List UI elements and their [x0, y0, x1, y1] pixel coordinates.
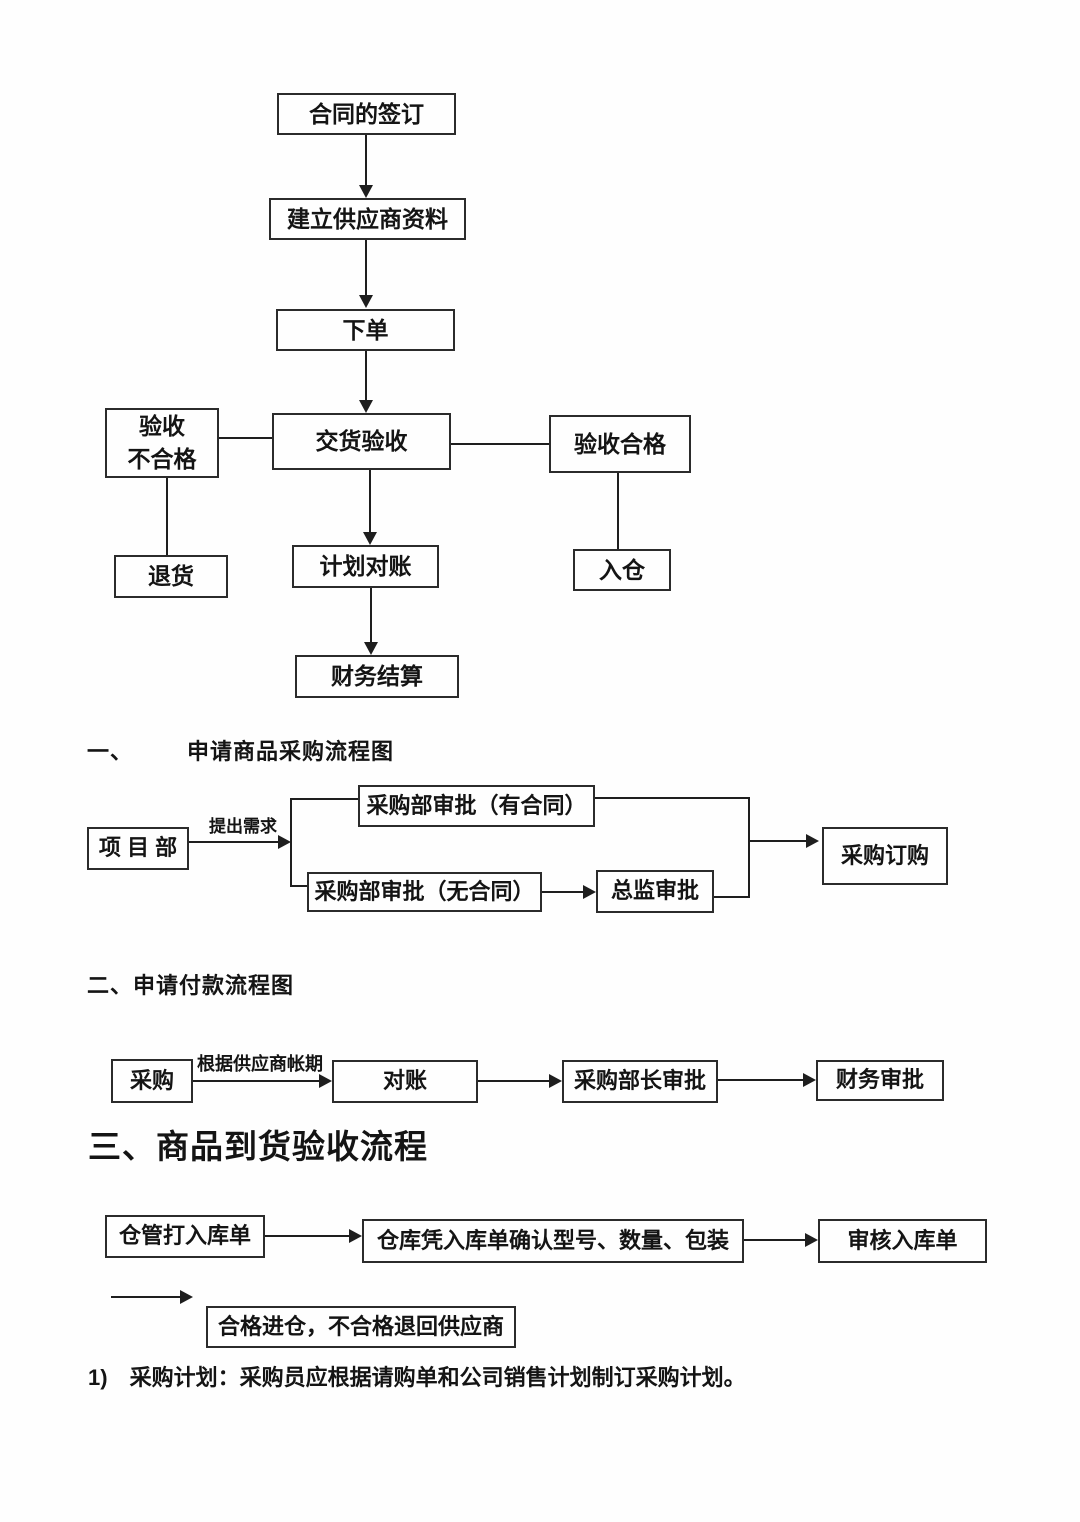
- arrow-supplier-to-order-head: [359, 295, 373, 308]
- section1-heading: 一、 申请商品采购流程图: [87, 734, 394, 766]
- arrow-to-purchase-order-head: [806, 834, 819, 848]
- arrow-reconciliation-to-settlement-head: [364, 642, 378, 655]
- arrow-to-director-line: [542, 891, 583, 893]
- node-approval-without-contract: 采购部审批（无合同）: [307, 872, 542, 912]
- arrow-contract-to-supplier-line: [365, 135, 367, 186]
- node-delivery-inspection: 交货验收: [272, 413, 451, 470]
- connector-split-vertical: [290, 799, 292, 887]
- section2-heading: 二、申请付款流程图: [87, 973, 295, 998]
- section3-heading: 三、商品到货验收流程: [88, 1128, 428, 1165]
- arrow-inspection-to-reconciliation-line: [369, 470, 371, 533]
- connector-merge-bottom: [714, 896, 750, 898]
- node-project-dept: 项 目 部: [87, 827, 189, 870]
- inspection-failed-line2: 不合格: [127, 446, 197, 472]
- arrow-supplier-to-order-line: [365, 240, 367, 296]
- node-return-goods: 退货: [114, 555, 228, 598]
- connector-split-top: [290, 798, 358, 800]
- node-review-warehouse-receipt: 审核入库单: [818, 1219, 987, 1263]
- arrow-purchasing-to-reconciliation-line: [193, 1080, 319, 1082]
- node-purchasing: 采购: [111, 1059, 193, 1103]
- footnote-purchase-plan: 1) 采购计划：采购员应根据请购单和公司销售计划制订采购计划。: [88, 1360, 746, 1392]
- arrow-confirm-to-review-line: [744, 1239, 805, 1241]
- node-place-order: 下单: [276, 309, 455, 351]
- node-inspection-failed: 验收 不合格: [105, 408, 219, 478]
- arrow-entry-to-confirm-line: [265, 1235, 349, 1237]
- arrow-to-purchase-order-line: [748, 840, 806, 842]
- arrow-request-line: [189, 841, 278, 843]
- label-raise-request: 提出需求: [209, 817, 277, 836]
- node-financial-settlement: 财务结算: [295, 655, 459, 698]
- node-inspection-passed: 验收合格: [549, 415, 691, 473]
- connector-failed-to-return: [166, 478, 168, 555]
- node-purchase-order: 采购订购: [822, 827, 948, 885]
- arrow-reconciliation-to-depthead-line: [478, 1080, 549, 1082]
- arrow-to-director-head: [583, 885, 596, 899]
- connector-inspection-to-passed: [451, 443, 549, 445]
- arrow-entry-to-confirm-head: [349, 1229, 362, 1243]
- node-reconciliation: 对账: [332, 1060, 478, 1103]
- arrow-confirm-to-review-head: [805, 1233, 818, 1247]
- node-contract-signing: 合同的签订: [277, 93, 456, 135]
- section1-heading-title: 申请商品采购流程图: [187, 739, 395, 764]
- node-qualified-result: 合格进仓，不合格退回供应商: [206, 1306, 516, 1348]
- section1-heading-number: 一、: [87, 739, 134, 764]
- node-purchase-dept-head-approval: 采购部长审批: [562, 1060, 718, 1103]
- arrow-purchasing-to-reconciliation-head: [319, 1074, 332, 1088]
- arrow-depthead-to-finance-head: [803, 1073, 816, 1087]
- footnote-text: 采购计划：采购员应根据请购单和公司销售计划制订采购计划。: [129, 1365, 746, 1390]
- node-create-supplier-profile: 建立供应商资料: [269, 198, 466, 240]
- connector-split-bottom: [290, 885, 307, 887]
- arrow-contract-to-supplier-head: [359, 185, 373, 198]
- arrow-result-head: [180, 1290, 193, 1304]
- arrow-inspection-to-reconciliation-head: [363, 532, 377, 545]
- label-supplier-payment-term: 根据供应商帐期: [197, 1054, 323, 1074]
- connector-failed-to-inspection: [219, 437, 272, 439]
- node-plan-reconciliation: 计划对账: [292, 545, 439, 588]
- connector-passed-to-warehouse: [617, 473, 619, 549]
- node-finance-approval: 财务审批: [816, 1060, 944, 1101]
- node-director-approval: 总监审批: [596, 870, 714, 913]
- node-warehouse-receipt-entry: 仓管打入库单: [105, 1215, 265, 1258]
- connector-merge-top: [595, 797, 750, 799]
- footnote-number: 1): [88, 1365, 108, 1390]
- arrow-result-line: [111, 1296, 180, 1298]
- connector-merge-vertical: [748, 797, 750, 898]
- node-approval-with-contract: 采购部审批（有合同）: [358, 785, 595, 827]
- arrow-depthead-to-finance-line: [718, 1079, 803, 1081]
- arrow-order-to-inspection-head: [359, 400, 373, 413]
- arrow-reconciliation-to-settlement-line: [370, 588, 372, 642]
- node-warehouse-in: 入仓: [573, 549, 671, 591]
- arrow-reconciliation-to-depthead-head: [549, 1074, 562, 1088]
- arrow-order-to-inspection-line: [365, 351, 367, 401]
- node-confirm-model-qty-packaging: 仓库凭入库单确认型号、数量、包装: [362, 1219, 744, 1263]
- inspection-failed-line1: 验收: [139, 412, 185, 439]
- arrow-request-head: [278, 835, 291, 849]
